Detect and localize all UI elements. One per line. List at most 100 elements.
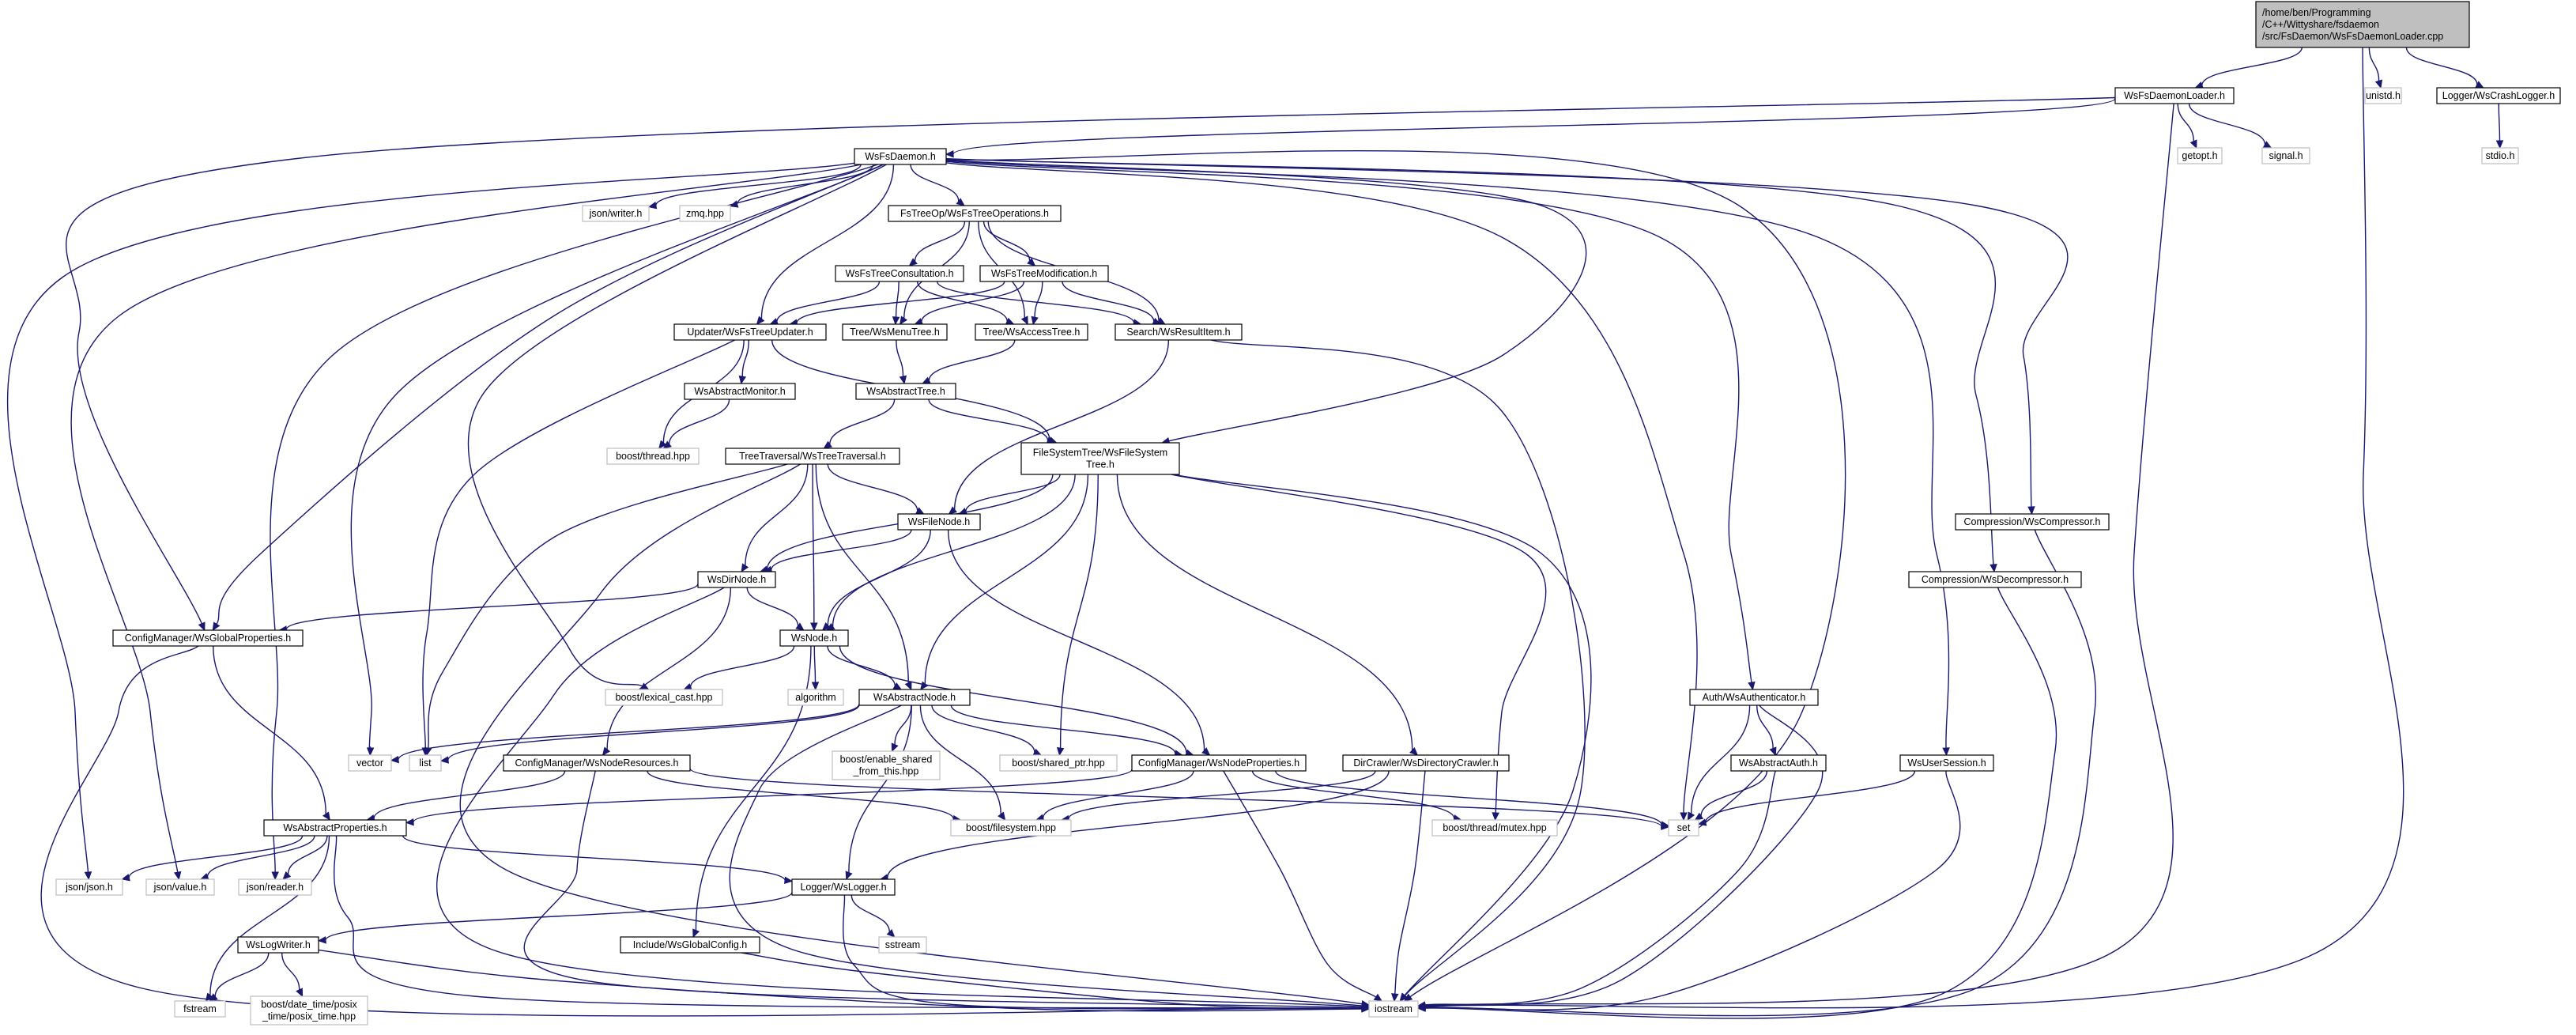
node-box — [999, 754, 1118, 772]
edge-line — [206, 835, 315, 877]
node-label: Compression/WsDecompressor.h — [1922, 574, 2069, 585]
node-node[interactable]: WsNode.h — [779, 629, 849, 647]
edge-line — [2201, 47, 2303, 86]
node-stdio: stdio.h — [2481, 147, 2519, 164]
edge-daemon-to-globalprops — [212, 164, 884, 632]
edge-line — [606, 587, 732, 750]
node-filenode[interactable]: WsFileNode.h — [897, 513, 981, 531]
node-box — [1342, 754, 1510, 772]
node-consult[interactable]: WsFsTreeConsultation.h — [835, 265, 964, 282]
node-fstream: fstream — [174, 1000, 226, 1018]
node-traversal[interactable]: TreeTraversal/WsTreeTraversal.h — [725, 448, 900, 465]
node-root[interactable]: /home/ben/Programming/C++/Wittyshare/fsd… — [2255, 1, 2470, 48]
edge-resultitem-to-filenode — [948, 339, 1170, 515]
node-absnode[interactable]: WsAbstractNode.h — [858, 689, 971, 706]
node-crawler[interactable]: DirCrawler/WsDirectoryCrawler.h — [1342, 754, 1510, 772]
edge-fstree-to-sharedptr — [1056, 474, 1099, 757]
node-boostthread: boost/thread.hpp — [606, 448, 700, 465]
edge-arrowhead — [738, 375, 747, 385]
node-box — [787, 689, 844, 706]
edge-arrowhead — [692, 928, 700, 939]
node-abstree[interactable]: WsAbstractTree.h — [855, 383, 956, 400]
edge-arrowhead — [1056, 746, 1065, 757]
edge-traversal-to-absnode — [815, 463, 912, 691]
node-box — [1368, 1000, 1419, 1018]
node-logger[interactable]: Logger/WsLogger.h — [791, 878, 896, 896]
node-box — [2436, 87, 2561, 104]
node-box — [606, 448, 700, 465]
edge-arrowhead — [2495, 140, 2504, 149]
node-updater[interactable]: Updater/WsFsTreeUpdater.h — [673, 323, 827, 341]
edge-line — [953, 339, 1170, 510]
edge-globalconfig-to-iostream — [741, 952, 1371, 1012]
node-label: ConfigManager/WsNodeProperties.h — [1138, 757, 1299, 769]
node-compressor[interactable]: Compression/WsCompressor.h — [1955, 513, 2110, 531]
edge-line — [760, 164, 895, 319]
edge-crashlogger-to-stdio — [2495, 103, 2504, 149]
node-menutree[interactable]: Tree/WsMenuTree.h — [842, 323, 948, 341]
node-decompressor[interactable]: Compression/WsDecompressor.h — [1908, 571, 2082, 588]
edge-arrowhead — [322, 811, 330, 822]
edge-abstree-to-fstree — [928, 399, 1056, 444]
edge-line — [771, 529, 912, 570]
edge-filenode-to-nodeprops — [947, 529, 1211, 756]
node-absmonitor[interactable]: WsAbstractMonitor.h — [684, 383, 796, 400]
edge-root-to-iostream — [1416, 47, 2404, 1011]
node-box — [2114, 87, 2235, 104]
node-mutex: boost/thread/mutex.hpp — [1431, 819, 1558, 837]
edge-logwriter-to-iostream — [318, 949, 1371, 1013]
edge-line — [436, 587, 1363, 1008]
node-modif[interactable]: WsFsTreeModification.h — [979, 265, 1109, 282]
node-dirnode[interactable]: WsDirNode.h — [697, 571, 776, 588]
node-resultitem[interactable]: Search/WsResultItem.h — [1115, 323, 1243, 341]
node-loader[interactable]: WsFsDaemonLoader.h — [2114, 87, 2235, 104]
node-globalprops[interactable]: ConfigManager/WsGlobalProperties.h — [112, 629, 304, 647]
edge-arrowhead — [1697, 818, 1707, 826]
edges-layer — [6, 47, 2504, 1019]
edge-absnode-to-filesystem — [919, 704, 1006, 821]
edge-line — [1173, 474, 1592, 996]
edge-daemon-to-set — [945, 162, 1698, 822]
node-label: _from_this.hpp — [853, 766, 919, 777]
edge-line — [729, 704, 1363, 1007]
node-noderes[interactable]: ConfigManager/WsNodeResources.h — [503, 754, 691, 772]
node-label: sstream — [885, 939, 920, 950]
node-logwriter[interactable]: WsLogWriter.h — [237, 936, 319, 954]
edge-line — [413, 769, 1133, 823]
node-algorithm: algorithm — [787, 689, 844, 706]
edge-arrowhead — [205, 992, 213, 1002]
edge-arrowhead — [1361, 1004, 1371, 1012]
edge-line — [945, 157, 2069, 508]
edge-node-to-lexcast — [683, 645, 795, 690]
edge-line — [287, 835, 328, 874]
node-box — [620, 936, 760, 954]
edge-line — [318, 949, 1363, 1012]
node-label: Tree/WsMenuTree.h — [850, 327, 940, 338]
node-crashlogger[interactable]: Logger/WsCrashLogger.h — [2436, 87, 2561, 104]
edge-line — [776, 281, 881, 322]
edge-line — [1068, 770, 1376, 819]
edge-modif-to-accesstree — [1031, 281, 1043, 326]
node-globalconfig[interactable]: Include/WsGlobalConfig.h — [620, 936, 760, 954]
edge-line — [1424, 704, 1824, 1006]
node-label: Auth/WsAuthenticator.h — [1703, 692, 1806, 703]
edge-absnode-to-enableshared — [891, 704, 912, 753]
node-session[interactable]: WsUserSession.h — [1899, 754, 1994, 772]
node-absprops[interactable]: WsAbstractProperties.h — [263, 819, 407, 837]
node-auth[interactable]: Auth/WsAuthenticator.h — [1689, 689, 1819, 706]
edge-line — [839, 645, 1187, 754]
node-daemon[interactable]: WsFsDaemon.h — [854, 148, 947, 165]
node-nodeprops[interactable]: ConfigManager/WsNodeProperties.h — [1131, 754, 1307, 772]
edge-arrowhead — [948, 506, 958, 515]
edge-absnode-to-sharedptr — [931, 704, 1043, 756]
edge-arrowhead — [1399, 992, 1408, 1002]
node-absauth[interactable]: WsAbstractAuth.h — [1730, 754, 1827, 772]
edge-line — [1042, 770, 1194, 818]
edge-arrowhead — [602, 746, 611, 756]
edge-absnode-to-vector — [390, 704, 860, 764]
edge-absauth-to-iostream — [1416, 770, 1776, 1010]
edge-line — [937, 281, 1135, 323]
node-accesstree[interactable]: Tree/WsAccessTree.h — [975, 323, 1088, 341]
node-treeops[interactable]: FsTreeOp/WsFsTreeOperations.h — [888, 205, 1062, 222]
